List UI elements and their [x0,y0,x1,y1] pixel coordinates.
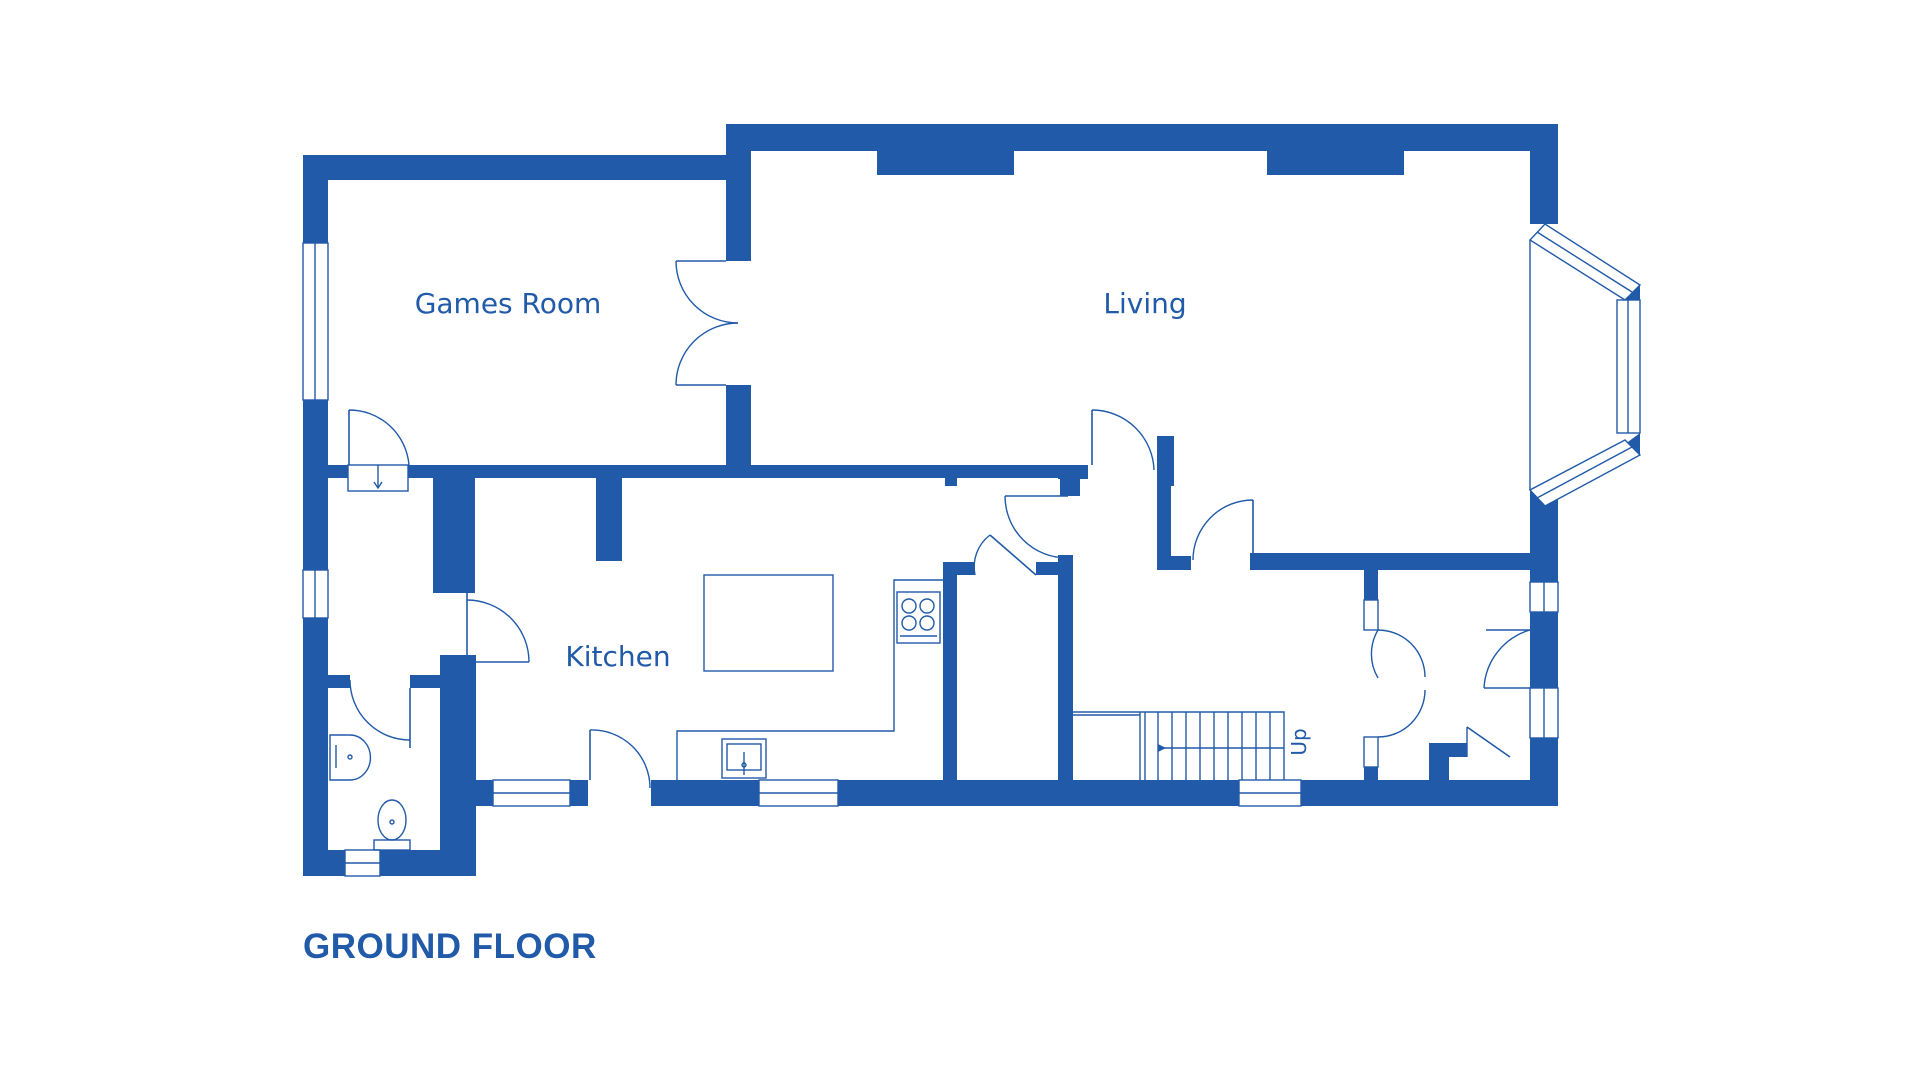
toilet-icon [373,799,411,851]
door [1091,409,1155,471]
worktop [676,579,943,780]
kitchen-island [703,574,834,672]
bay-window [1528,223,1642,507]
double-door [1370,629,1426,738]
sink-icon [721,738,767,779]
outer-walls [303,124,1640,876]
door [466,593,530,663]
door [1004,495,1068,559]
door [1466,726,1511,758]
door [347,409,410,492]
door [973,534,1037,576]
internal-walls [303,124,1540,855]
doors [347,260,1531,789]
door [1483,629,1531,689]
windows [302,223,1642,877]
stairs-up-label: Up [1287,728,1311,755]
room-label-living: Living [1103,287,1186,320]
door [1192,499,1254,561]
double-door [675,260,739,386]
room-label-kitchen: Kitchen [565,640,670,673]
door [589,729,651,789]
room-label-games-room: Games Room [415,287,602,320]
floor-title: GROUND FLOOR [303,927,597,966]
wc-fixtures [329,734,411,851]
stairs-icon [1073,711,1285,780]
kitchen-fixtures [676,574,943,780]
basin-icon [329,734,372,781]
door [349,679,411,748]
hob-icon [896,591,941,644]
